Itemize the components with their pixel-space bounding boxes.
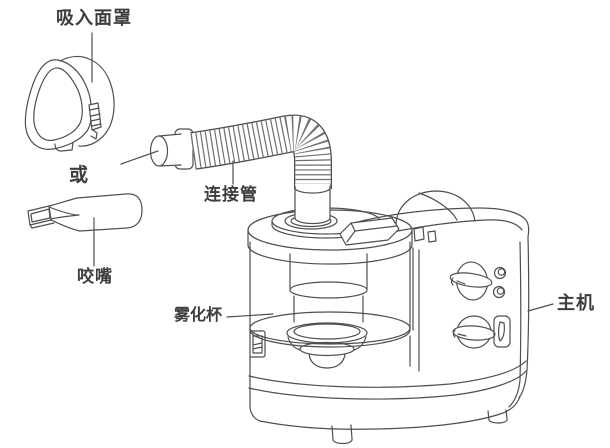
plate-latch-detail <box>413 226 437 243</box>
leader-lines <box>91 32 554 318</box>
mask-dome <box>59 56 115 147</box>
lid-tab-ridge <box>346 222 398 243</box>
label-main-unit: 主机 <box>557 293 595 313</box>
indicator-button-2-cap <box>496 287 505 295</box>
indicator-button-1 <box>493 266 507 280</box>
connecting-tube-illustration <box>149 114 332 225</box>
power-switch <box>493 315 511 348</box>
hose-ribs <box>190 115 331 189</box>
timer-knob-grip <box>449 272 493 288</box>
tank-rim <box>249 311 411 345</box>
bowl-taper <box>287 336 367 351</box>
tube-connector <box>294 185 331 225</box>
bowl-dome <box>308 353 346 369</box>
base-seam-2 <box>248 370 527 400</box>
mouthpiece-illustration <box>27 193 143 232</box>
body-corner-line <box>508 241 522 408</box>
mask-bottom-tab <box>54 142 74 152</box>
top-plate-edge <box>349 207 530 238</box>
timer-knob-grip-detail <box>450 277 466 286</box>
tank-lower-walls <box>249 331 411 407</box>
tube-mouth-face <box>149 135 169 167</box>
label-nebulizer-cup: 雾化杯 <box>174 307 223 324</box>
mouthpiece-tip-thickness <box>29 222 55 229</box>
leader-cup <box>226 313 274 318</box>
foot-front <box>331 424 353 445</box>
inner-cylinder-base <box>289 281 368 299</box>
mouthpiece-taper <box>48 197 81 232</box>
mouthpiece-body <box>76 193 143 232</box>
inner-cylinder <box>289 253 368 290</box>
indicator-button-2 <box>492 285 506 299</box>
label-mouthpiece: 咬嘴 <box>77 267 113 286</box>
power-switch-lever <box>497 321 505 342</box>
leader-main-unit <box>527 303 554 312</box>
handle-inner-line <box>418 192 458 221</box>
foot-right <box>487 409 508 424</box>
mask-cushion-outer <box>24 59 93 150</box>
base-left-corner <box>249 405 261 422</box>
indicator-button-1-cap <box>497 268 506 276</box>
power-knob-grip-detail <box>452 329 467 338</box>
tube-mouth-body <box>158 133 182 167</box>
mouthpiece-tip-opening <box>30 208 51 223</box>
label-connecting-tube: 连接管 <box>204 185 258 204</box>
body-right-edge <box>518 236 530 399</box>
label-inhalation-mask: 吸入面罩 <box>56 8 132 28</box>
mask-cushion-inner <box>33 67 83 142</box>
lid-tab <box>339 217 400 246</box>
main-unit-illustration <box>247 190 530 445</box>
body-front-left-edge <box>412 247 420 372</box>
lid-side <box>247 229 413 265</box>
tube-connector-fill <box>295 184 330 219</box>
bowl-base-ring <box>299 341 355 357</box>
mask-port-ridges <box>89 107 102 127</box>
inner-cylinder-lower <box>293 295 364 323</box>
mask-illustration <box>24 56 115 152</box>
bowl-rim-outer <box>286 322 368 344</box>
mask-port-tab <box>90 129 98 140</box>
power-knob-grip <box>452 325 496 341</box>
tank-rim-lower <box>249 329 411 348</box>
label-or: 或 <box>69 165 90 186</box>
tank-clip <box>249 330 266 358</box>
handle-outline <box>395 190 476 225</box>
base-seam-1 <box>248 360 527 388</box>
bowl-rim-inner <box>293 323 361 340</box>
base-bottom-edge <box>259 395 521 430</box>
mouthpiece-crease <box>48 206 80 220</box>
leader-or-to-tube <box>120 150 159 165</box>
